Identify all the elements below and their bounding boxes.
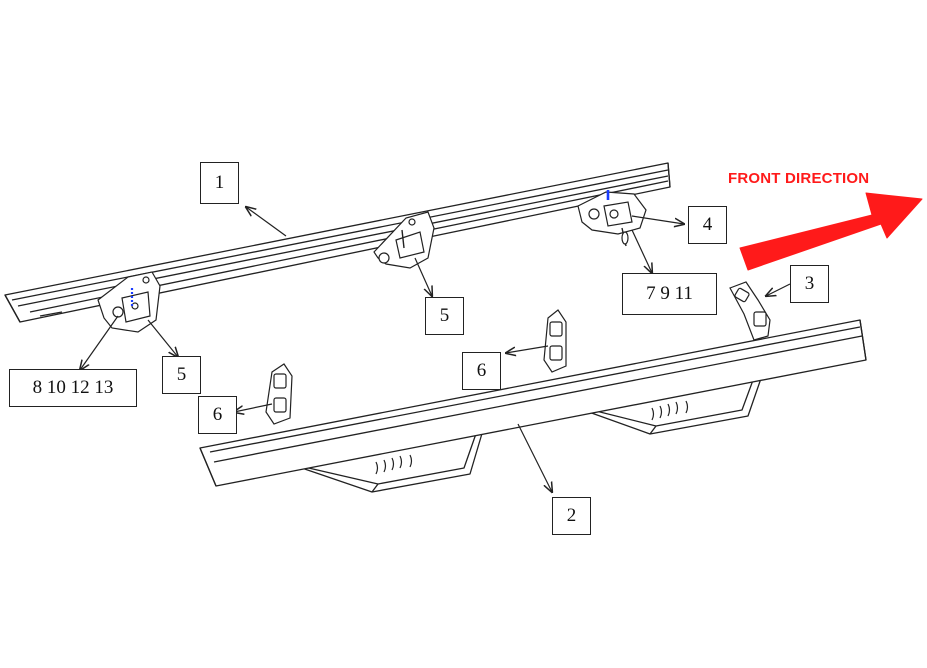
- front-direction-arrow: [739, 192, 923, 271]
- callout-7-9-11: 7 9 11: [622, 273, 717, 315]
- leader-arrows: [80, 207, 791, 492]
- callout-5-left: 5: [162, 356, 201, 394]
- bracket-middle: [373, 211, 435, 269]
- callout-3: 3: [790, 265, 829, 303]
- callout-2: 2: [552, 497, 591, 535]
- drop-bracket-right: [729, 281, 771, 341]
- step-slots: [375, 400, 689, 475]
- front-direction-label: FRONT DIRECTION: [728, 170, 870, 187]
- callout-6-left: 6: [198, 396, 237, 434]
- drop-bracket-left: [265, 363, 293, 425]
- bracket-left: [97, 271, 161, 333]
- callout-5-middle: 5: [425, 297, 464, 335]
- callout-1: 1: [200, 162, 239, 204]
- step-bar: [199, 319, 867, 493]
- callout-4: 4: [688, 206, 727, 244]
- bracket-right: [577, 190, 647, 247]
- callout-8-10-12-13: 8 10 12 13: [9, 369, 137, 407]
- drop-bracket-middle: [543, 309, 567, 373]
- callout-6-middle: 6: [462, 352, 501, 390]
